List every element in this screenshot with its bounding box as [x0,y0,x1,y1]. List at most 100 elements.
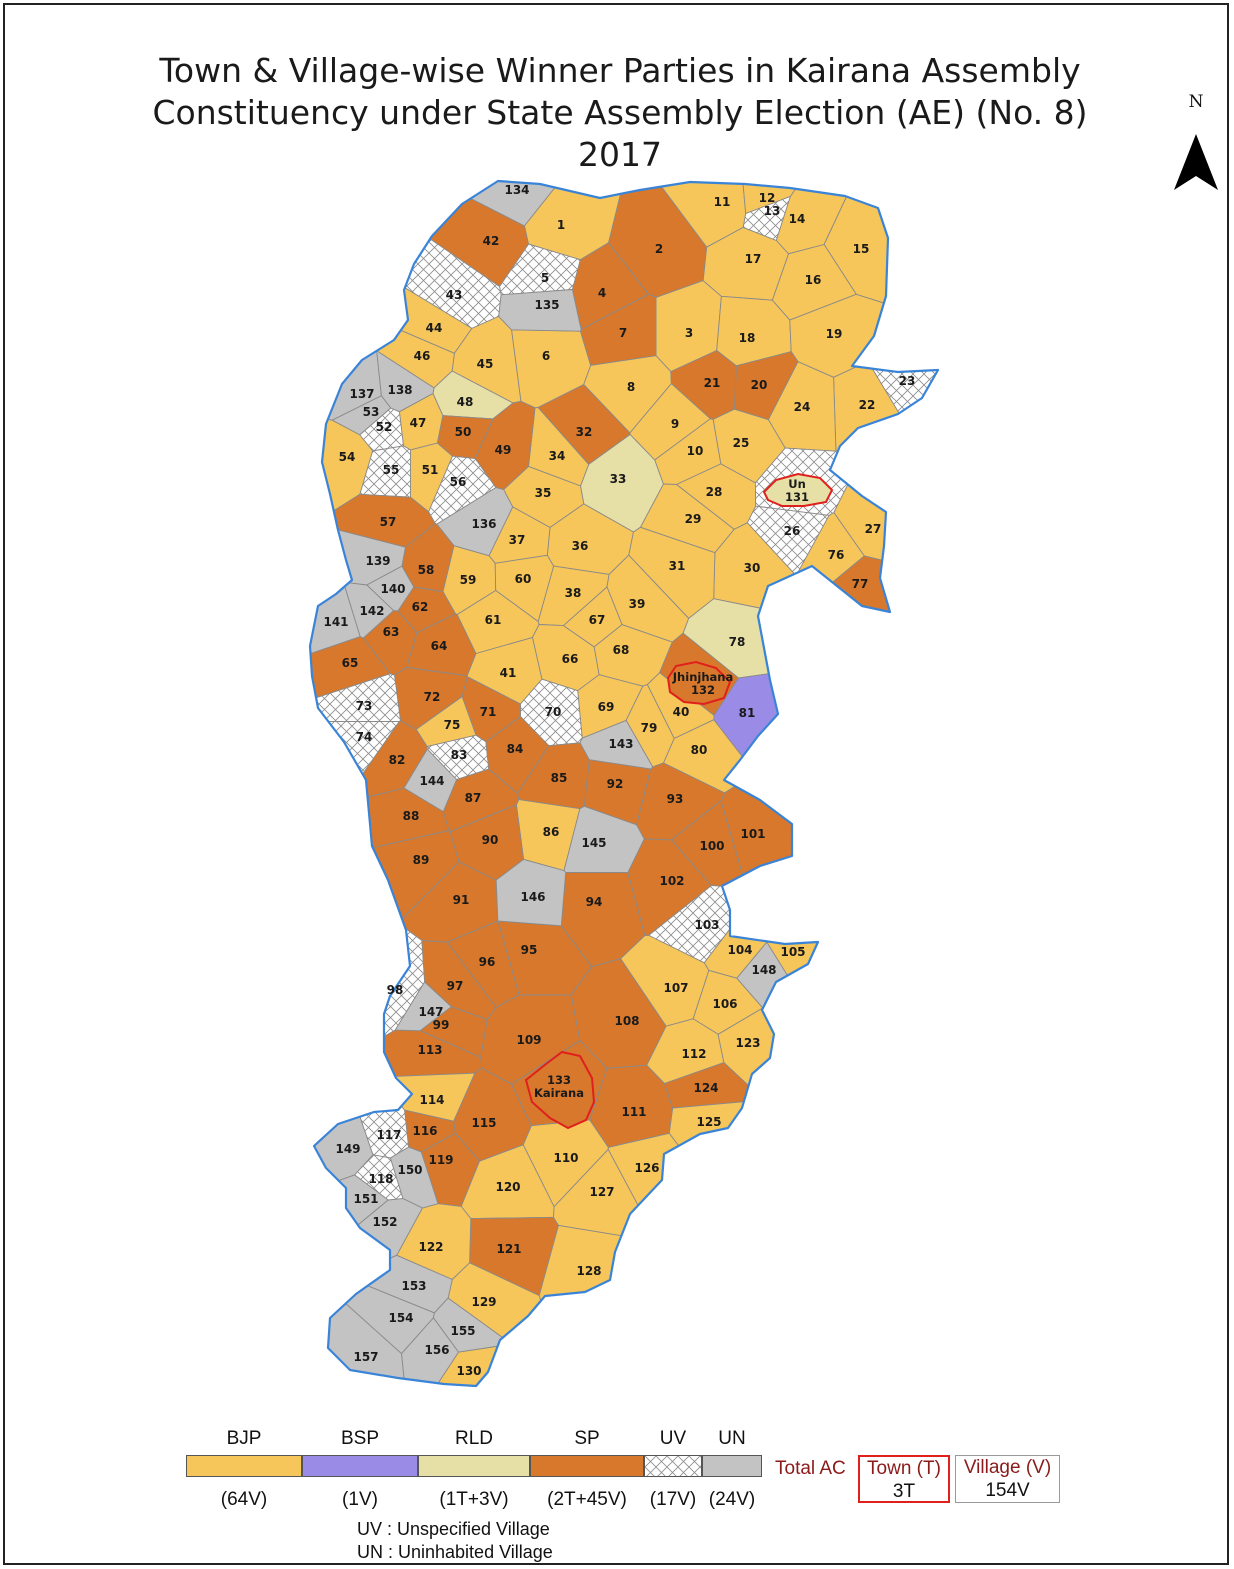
village-142-region [342,581,395,639]
north-arrow-icon [1174,134,1218,190]
village-label-76: 76 [828,548,845,562]
village-label-106: 106 [712,997,737,1011]
village-label-123: 123 [735,1036,760,1050]
village-label-98: 98 [387,983,404,997]
village-label-37: 37 [509,533,526,547]
village-label-97: 97 [447,979,464,993]
village-label-138: 138 [387,383,412,397]
village-label-34: 34 [549,449,566,463]
village-label-104: 104 [727,943,752,957]
village-label-36: 36 [572,539,589,553]
village-label-57: 57 [380,515,397,529]
village-label-12: 12 [759,191,776,205]
village-label-110: 110 [553,1151,578,1165]
village-label-62: 62 [412,600,429,614]
town-boundary-131 [762,472,834,507]
village-label-48: 48 [457,395,474,409]
village-label-87: 87 [465,791,482,805]
village-label-129: 129 [471,1295,496,1309]
village-144-region [403,748,458,813]
village-label-55: 55 [383,463,400,477]
village-label-85: 85 [551,771,568,785]
village-label-128: 128 [576,1264,601,1278]
village-label-81: 81 [739,706,756,720]
village-label-83: 83 [451,748,468,762]
town-boundary-133 [524,1050,596,1130]
village-label-80: 80 [691,743,708,757]
village-label-149: 149 [335,1142,360,1156]
village-label-42: 42 [483,234,500,248]
village-label-152: 152 [372,1215,397,1229]
village-label-144: 144 [419,774,444,788]
village-label-41: 41 [500,666,517,680]
village-label-139: 139 [365,554,390,568]
village-label-70: 70 [545,705,562,719]
village-label-79: 79 [641,721,658,735]
village-label-122: 122 [418,1240,443,1254]
village-label-147: 147 [418,1005,443,1019]
village-label-117: 117 [376,1128,401,1142]
village-label-115: 115 [471,1116,496,1130]
north-letter: N [1188,92,1204,112]
village-label-1: 1 [557,218,565,232]
village-138-region [376,349,435,413]
village-label-56: 56 [450,475,467,489]
village-label-90: 90 [482,833,499,847]
village-label-74: 74 [356,730,373,744]
village-label-135: 135 [534,298,559,312]
village-label-7: 7 [619,326,627,340]
village-135-region [498,289,582,332]
village-label-22: 22 [859,398,876,412]
village-label-134: 134 [504,183,529,197]
village-label-66: 66 [562,652,579,666]
village-label-63: 63 [383,625,400,639]
village-label-77: 77 [852,577,869,591]
village-label-73: 73 [356,699,373,713]
village-label-33: 33 [610,472,627,486]
village-label-27: 27 [865,522,882,536]
village-label-25: 25 [733,436,750,450]
village-label-145: 145 [581,836,606,850]
village-label-120: 120 [495,1180,520,1194]
village-label-24: 24 [794,400,811,414]
town-label-133-line-2: Kairana [534,1086,584,1100]
village-label-31: 31 [669,559,686,573]
village-146-region [495,858,567,927]
village-label-69: 69 [598,700,615,714]
village-label-92: 92 [607,777,624,791]
village-label-119: 119 [428,1153,453,1167]
village-label-32: 32 [576,425,593,439]
village-label-124: 124 [693,1081,718,1095]
village-label-49: 49 [495,443,512,457]
map-title: Town & Village-wise Winner Parties in Ka… [80,50,1160,176]
constituency-boundary [308,179,940,1388]
village-label-59: 59 [460,573,477,587]
title-line-3: 2017 [578,135,662,174]
village-21-region [670,349,737,420]
village-label-89: 89 [413,853,430,867]
town-label-131-line-1: Un [788,477,806,491]
village-140-region [366,565,415,612]
town-label-132-line-1: Jhinjhana [672,670,733,684]
village-label-6: 6 [542,349,550,363]
village-label-86: 86 [543,825,560,839]
village-label-13: 13 [764,204,781,218]
village-label-44: 44 [426,321,443,335]
village-label-113: 113 [417,1043,442,1057]
village-label-5: 5 [541,271,549,285]
village-label-26: 26 [784,524,801,538]
village-label-54: 54 [339,450,356,464]
village-label-112: 112 [681,1047,706,1061]
village-label-105: 105 [780,945,805,959]
village-label-11: 11 [714,195,731,209]
village-label-109: 109 [516,1033,541,1047]
village-60-region [494,554,555,623]
village-label-47: 47 [410,416,427,430]
village-label-116: 116 [412,1124,437,1138]
village-label-153: 153 [401,1279,426,1293]
village-label-142: 142 [359,604,384,618]
village-label-21: 21 [704,376,721,390]
village-55-region [359,445,411,498]
village-label-130: 130 [456,1364,481,1378]
village-label-126: 126 [634,1161,659,1175]
